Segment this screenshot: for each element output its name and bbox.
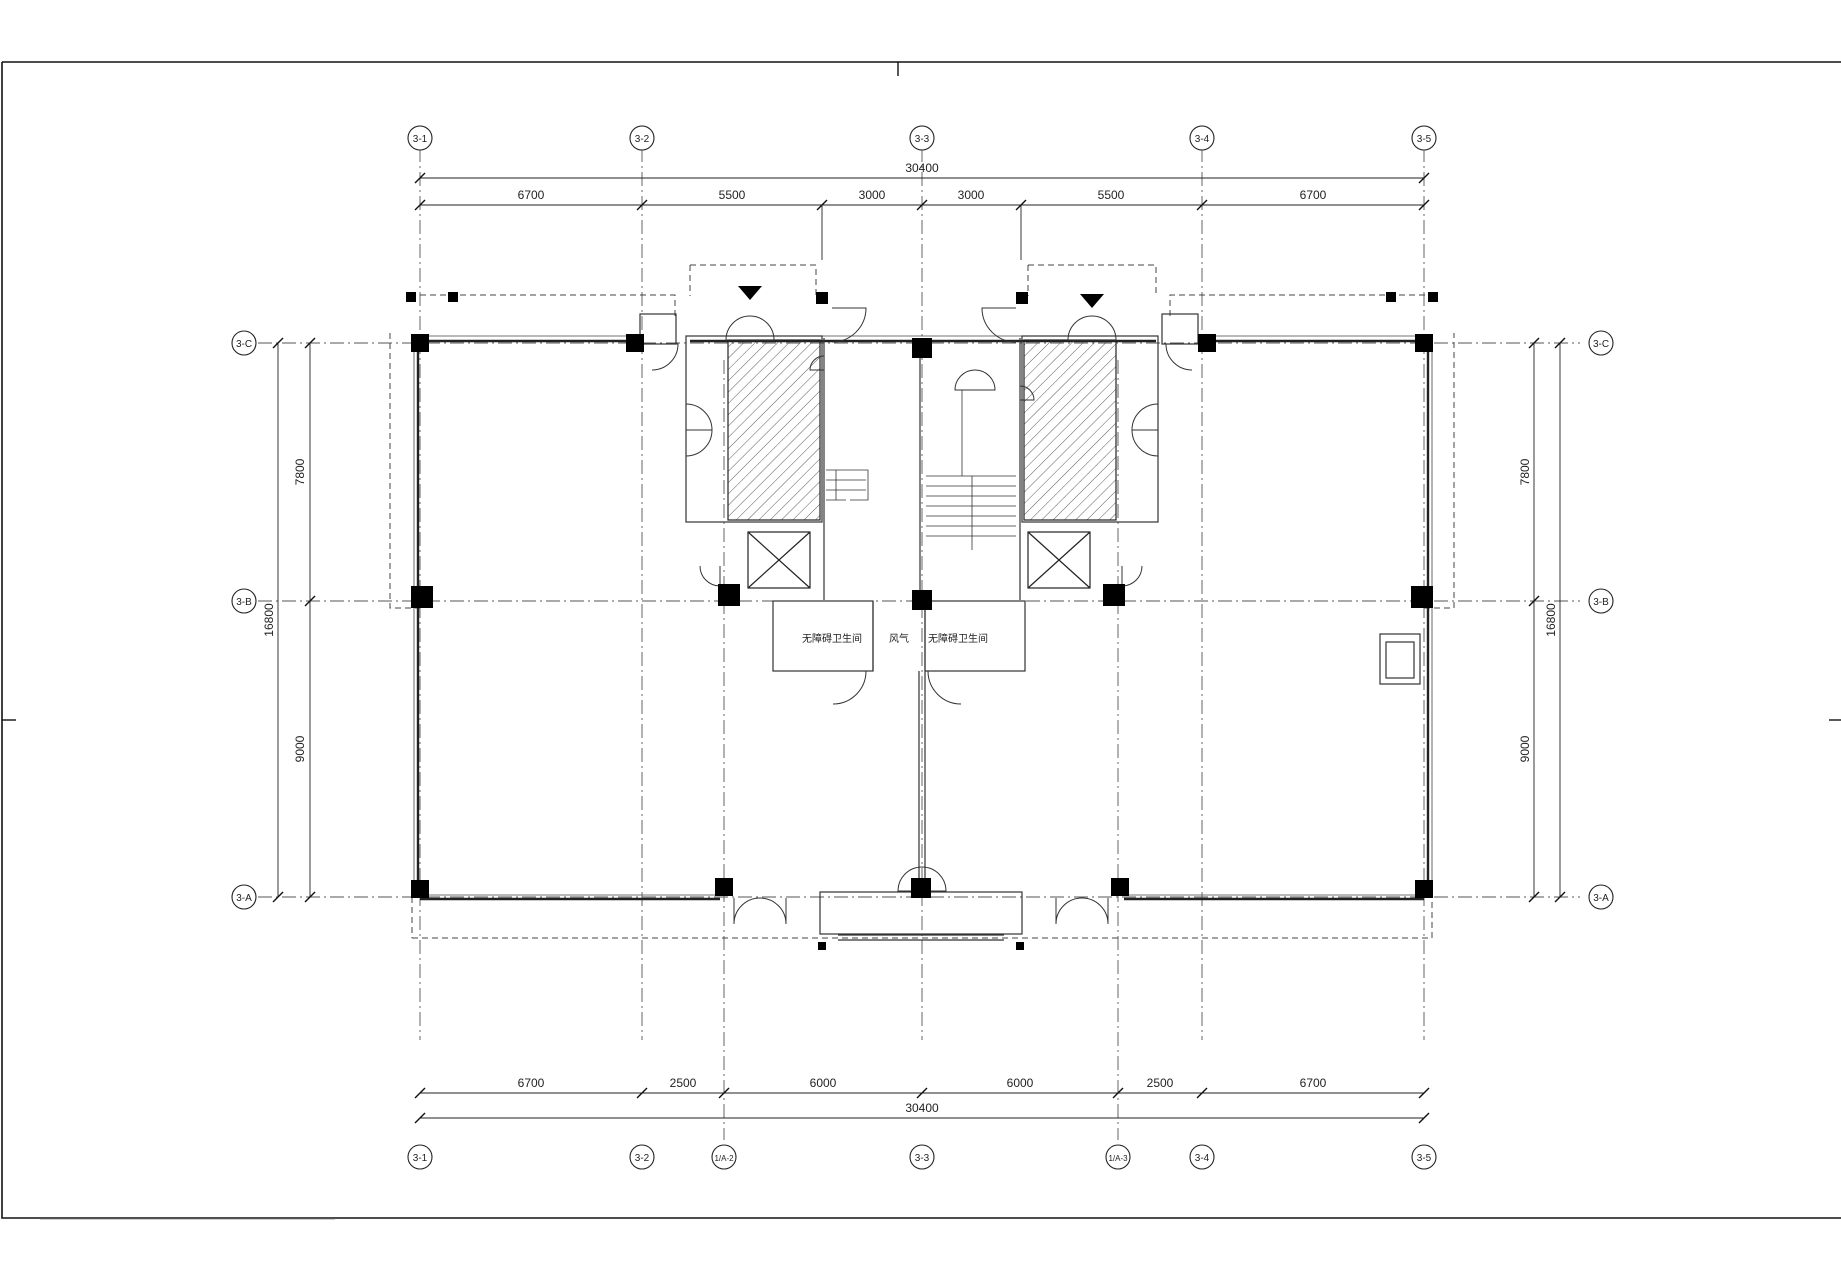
axis-bubble-bottom-5: 1/A-3: [1105, 1144, 1131, 1170]
svg-text:3-B: 3-B: [1593, 597, 1609, 608]
svg-text:3-A: 3-A: [236, 893, 252, 904]
svg-text:3-A: 3-A: [1593, 893, 1609, 904]
axis-bubble-right-3: 3-A: [1588, 884, 1614, 910]
dim-left-total: 16800: [262, 603, 276, 637]
svg-text:3-B: 3-B: [236, 597, 252, 608]
left-dimension-lines: [272, 337, 316, 903]
entrance-arrow-right: [1080, 294, 1104, 308]
svg-text:3-3: 3-3: [915, 1153, 930, 1164]
svg-text:3-5: 3-5: [1417, 1153, 1432, 1164]
shaft-hatch-right: [1023, 339, 1117, 521]
dim-right-1: 7800: [1518, 458, 1532, 485]
entrance-arrow-left: [738, 286, 762, 300]
axis-bubble-left-1: 3-C: [231, 330, 257, 356]
axis-bubble-bottom-7: 3-5: [1411, 1144, 1437, 1170]
axis-bubble-top-2: 3-2: [629, 125, 655, 151]
dim-top-5: 5500: [1098, 188, 1125, 202]
dim-bottom-total: 30400: [905, 1101, 939, 1115]
top-dimension-lines: [414, 172, 1430, 260]
exterior-walls: [413, 335, 1433, 941]
svg-text:3-C: 3-C: [1593, 339, 1609, 350]
dim-right-total: 16800: [1544, 603, 1558, 637]
svg-text:3-1: 3-1: [413, 134, 428, 145]
svg-text:3-C: 3-C: [236, 339, 252, 350]
dim-bottom-5: 2500: [1147, 1076, 1174, 1090]
svg-text:3-4: 3-4: [1195, 134, 1210, 145]
drawing-frame: [1, 61, 1841, 1219]
axis-bubble-bottom-6: 3-4: [1189, 1144, 1215, 1170]
structural-columns: [406, 292, 1438, 950]
axis-bubble-left-3: 3-A: [231, 884, 257, 910]
axis-bubble-bottom-4: 3-3: [909, 1144, 935, 1170]
dim-right-2: 9000: [1518, 735, 1532, 762]
axis-bubble-bottom-3: 1/A-2: [711, 1144, 737, 1170]
axis-bubble-bottom-2: 3-2: [629, 1144, 655, 1170]
svg-text:1/A-2: 1/A-2: [714, 1154, 734, 1163]
svg-text:3-2: 3-2: [635, 134, 650, 145]
elevator-right: [1027, 531, 1091, 589]
elevator-left: [747, 531, 811, 589]
dim-top-4: 3000: [958, 188, 985, 202]
doors: [651, 307, 1193, 925]
dim-bottom-4: 6000: [1007, 1076, 1034, 1090]
dim-left-2: 9000: [293, 735, 307, 762]
room-label-shaft: 风气: [889, 632, 909, 645]
axis-bubble-top-5: 3-5: [1411, 125, 1437, 151]
axis-bubble-top-3: 3-3: [909, 125, 935, 151]
svg-text:3-1: 3-1: [413, 1153, 428, 1164]
vertical-axis-lines: [419, 148, 1425, 1140]
dim-top-1: 6700: [518, 188, 545, 202]
axis-bubble-top-1: 3-1: [407, 125, 433, 151]
dim-top-3: 3000: [859, 188, 886, 202]
right-dimension-lines: [1528, 337, 1566, 903]
room-label-toilet-right: 无障碍卫生间: [928, 632, 988, 645]
axis-bubble-right-2: 3-B: [1588, 588, 1614, 614]
svg-text:3-4: 3-4: [1195, 1153, 1210, 1164]
stair-left: [826, 469, 869, 501]
dim-bottom-1: 6700: [518, 1076, 545, 1090]
shaft-hatch-left: [727, 339, 821, 521]
dim-top-6: 6700: [1300, 188, 1327, 202]
stair-right: [926, 390, 1016, 550]
svg-text:1/A-3: 1/A-3: [1108, 1154, 1128, 1163]
dim-left-1: 7800: [293, 458, 307, 485]
axis-bubble-bottom-1: 3-1: [407, 1144, 433, 1170]
svg-text:3-3: 3-3: [915, 134, 930, 145]
axis-bubble-right-1: 3-C: [1588, 330, 1614, 356]
dim-bottom-2: 2500: [670, 1076, 697, 1090]
svg-text:3-2: 3-2: [635, 1153, 650, 1164]
dashed-outlines: [389, 264, 1455, 939]
svg-text:3-5: 3-5: [1417, 134, 1432, 145]
bottom-dimension-lines: [414, 1087, 1430, 1124]
dim-bottom-6: 6700: [1300, 1076, 1327, 1090]
dim-bottom-3: 6000: [810, 1076, 837, 1090]
axis-bubble-top-4: 3-4: [1189, 125, 1215, 151]
dim-top-2: 5500: [719, 188, 746, 202]
room-label-toilet-left: 无障碍卫生间: [802, 632, 862, 645]
dim-top-total: 30400: [905, 161, 939, 175]
axis-bubble-left-2: 3-B: [231, 588, 257, 614]
